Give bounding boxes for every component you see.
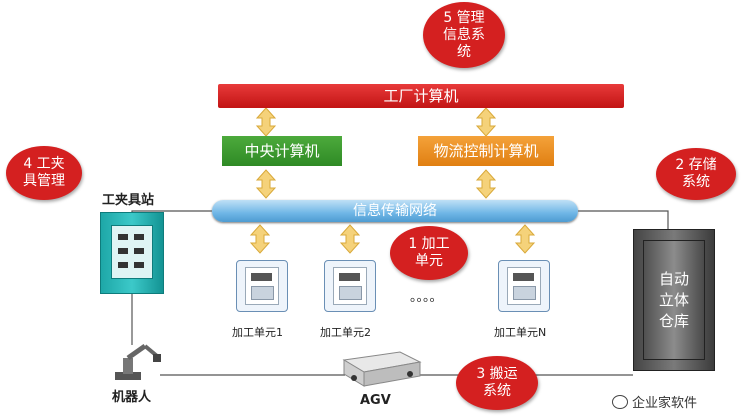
arrow-network-unit1 <box>250 224 270 254</box>
callout-management-info-system: 5 管理 信息系 统 <box>423 2 505 68</box>
callout-storage-system: 2 存储 系统 <box>656 148 736 200</box>
unit-n-label: 加工单元N <box>494 326 547 339</box>
callout-tool-management: 4 工夹 具管理 <box>6 146 82 200</box>
arrow-network-unitn <box>515 224 535 254</box>
unit-1-label: 加工单元1 <box>232 326 283 339</box>
machining-unit-2 <box>324 260 376 312</box>
chat-bubble-icon <box>612 394 628 409</box>
central-computer: 中央计算机 <box>222 136 342 166</box>
unit-ellipsis: 。。。。 <box>410 290 443 305</box>
arrow-factory-logistics <box>476 107 496 137</box>
machine-icon <box>333 267 367 305</box>
tool-station-cabinet <box>100 212 164 294</box>
robot-label: 机器人 <box>112 390 152 405</box>
logistics-control-computer: 物流控制计算机 <box>418 136 554 166</box>
callout-transport-system: 3 搬运 系统 <box>456 356 538 410</box>
watermark-text: 企业家软件 <box>632 396 698 411</box>
machine-icon <box>507 267 541 305</box>
arrow-central-network <box>256 169 276 199</box>
agv-vehicle-icon <box>342 351 422 387</box>
warehouse-line-2: 立体 <box>658 290 689 309</box>
warehouse-line-3: 仓库 <box>658 311 689 330</box>
machining-unit-n <box>498 260 550 312</box>
arrow-network-unit2 <box>340 224 360 254</box>
factory-computer: 工厂计算机 <box>218 84 624 108</box>
tool-station-label: 工夹具站 <box>102 193 155 208</box>
tool-rack-icon <box>111 225 153 279</box>
callout-machining-unit: 1 加工 单元 <box>390 226 468 280</box>
agv-label: AGV <box>360 393 391 408</box>
unit-2-label: 加工单元2 <box>320 326 371 339</box>
robot-arm-icon <box>115 343 161 380</box>
watermark: 企业家软件 <box>612 392 697 411</box>
machine-icon <box>245 267 279 305</box>
warehouse-line-1: 自动 <box>658 269 689 288</box>
automated-warehouse: 自动 立体 仓库 <box>633 229 715 371</box>
arrow-logistics-network <box>476 169 496 199</box>
machining-unit-1 <box>236 260 288 312</box>
information-network: 信息传输网络 <box>212 200 578 222</box>
arrow-factory-central <box>256 107 276 137</box>
